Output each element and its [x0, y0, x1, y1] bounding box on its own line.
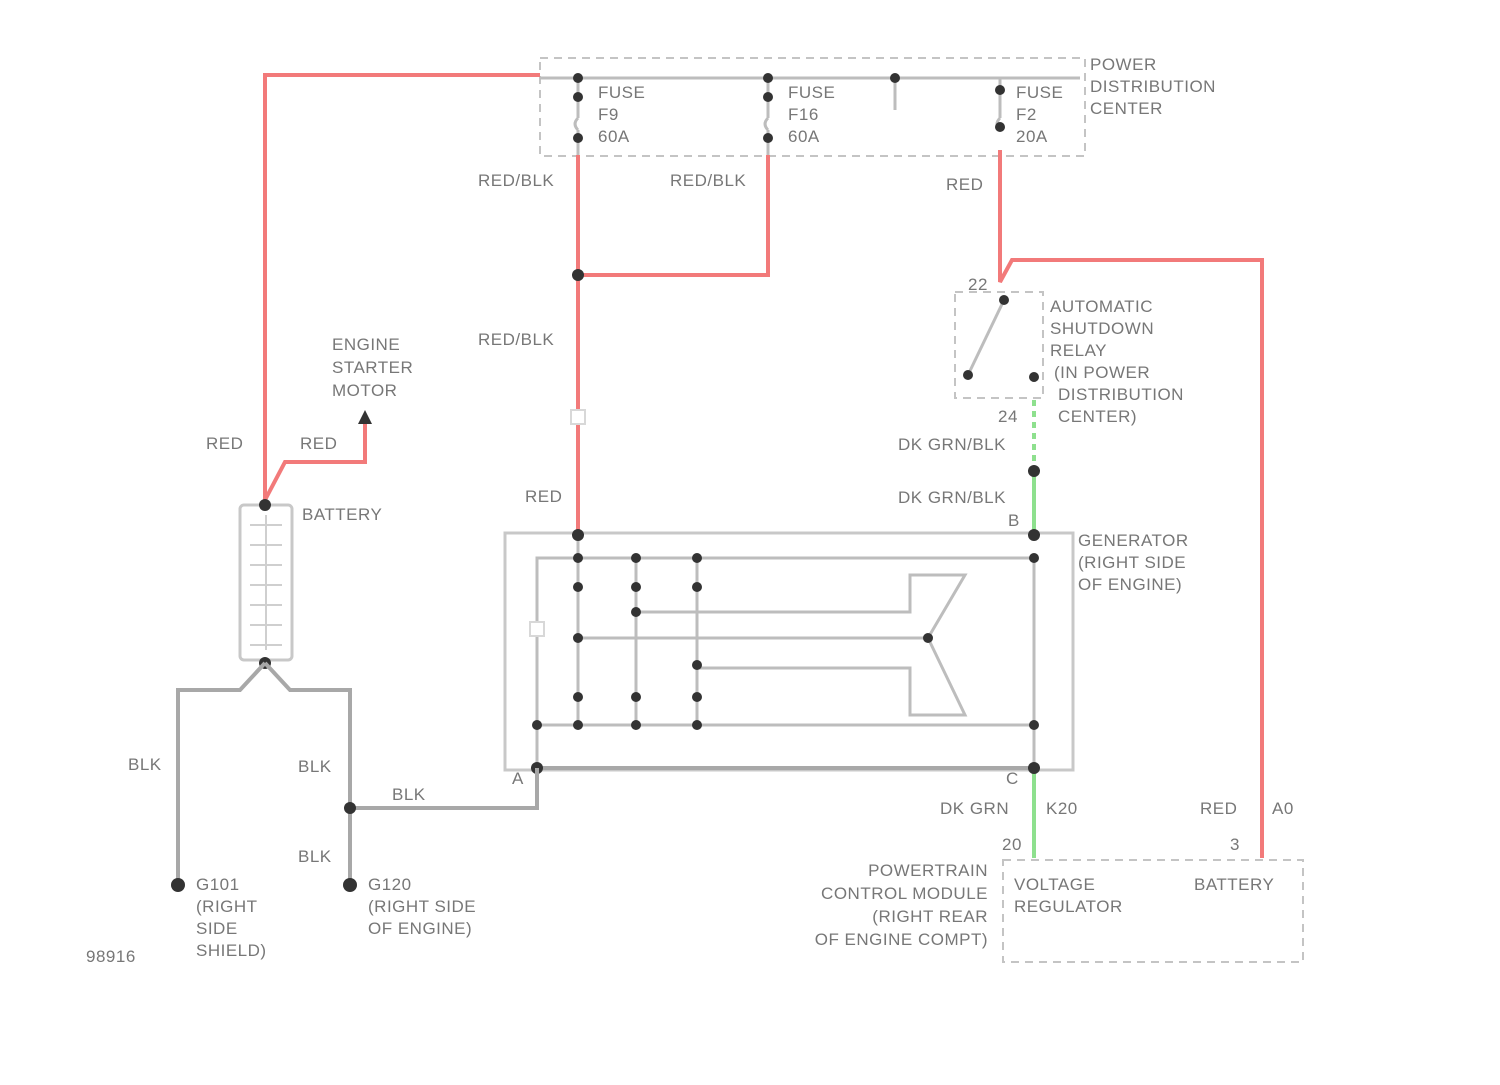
svg-text:CONTROL MODULE: CONTROL MODULE [821, 884, 988, 903]
svg-text:GENERATOR: GENERATOR [1078, 531, 1189, 550]
svg-text:BLK: BLK [128, 755, 162, 774]
wire-red-battery-feed [263, 73, 540, 505]
svg-text:(RIGHT REAR: (RIGHT REAR [872, 907, 988, 926]
ground-g120 [343, 878, 357, 892]
svg-text:RED: RED [1200, 799, 1237, 818]
svg-text:F16: F16 [788, 105, 819, 124]
wire-red-f2-to-pcm [998, 150, 1264, 858]
svg-text:MOTOR: MOTOR [332, 381, 397, 400]
wire-blk-g120 [263, 661, 352, 885]
svg-text:FUSE: FUSE [788, 83, 835, 102]
svg-text:SHIELD): SHIELD) [196, 941, 267, 960]
svg-text:DISTRIBUTION: DISTRIBUTION [1090, 77, 1216, 96]
svg-text:OF ENGINE): OF ENGINE) [368, 919, 472, 938]
generator-outline [503, 531, 1075, 772]
svg-text:FUSE: FUSE [598, 83, 645, 102]
svg-text:POWERTRAIN: POWERTRAIN [868, 861, 988, 880]
svg-text:60A: 60A [788, 127, 820, 146]
svg-text:(RIGHT SIDE: (RIGHT SIDE [368, 897, 476, 916]
svg-text:B: B [1008, 511, 1020, 530]
svg-text:VOLTAGE: VOLTAGE [1014, 875, 1095, 894]
svg-text:C: C [1006, 769, 1019, 788]
svg-text:STARTER: STARTER [332, 358, 413, 377]
svg-text:SHUTDOWN: SHUTDOWN [1050, 319, 1154, 338]
svg-text:K20: K20 [1046, 799, 1078, 818]
svg-text:BATTERY: BATTERY [1194, 875, 1274, 894]
svg-text:RED: RED [300, 434, 337, 453]
svg-text:20A: 20A [1016, 127, 1048, 146]
svg-text:G101: G101 [196, 875, 240, 894]
svg-text:SIDE: SIDE [196, 919, 238, 938]
svg-text:DK GRN: DK GRN [940, 799, 1009, 818]
svg-text:FUSE: FUSE [1016, 83, 1063, 102]
svg-text:DK GRN/BLK: DK GRN/BLK [898, 488, 1006, 507]
pdc-box [539, 57, 1086, 157]
svg-text:A: A [512, 769, 524, 788]
svg-text:BATTERY: BATTERY [302, 505, 382, 524]
svg-text:(RIGHT: (RIGHT [196, 897, 258, 916]
fuse-f9 [573, 73, 583, 155]
svg-text:DK GRN/BLK: DK GRN/BLK [898, 435, 1006, 454]
svg-text:RED: RED [525, 487, 562, 506]
svg-text:G120: G120 [368, 875, 412, 894]
relay-switch-contact [966, 299, 1006, 376]
svg-text:60A: 60A [598, 127, 630, 146]
svg-text:RED: RED [206, 434, 243, 453]
svg-text:OF ENGINE COMPT): OF ENGINE COMPT) [815, 930, 988, 949]
svg-text:BLK: BLK [298, 847, 332, 866]
svg-text:OF ENGINE): OF ENGINE) [1078, 575, 1182, 594]
svg-text:RED/BLK: RED/BLK [670, 171, 746, 190]
svg-text:POWER: POWER [1090, 55, 1157, 74]
svg-text:22: 22 [968, 275, 988, 294]
starter-terminal-icon [358, 410, 372, 424]
svg-text:RELAY: RELAY [1050, 341, 1107, 360]
svg-text:BLK: BLK [298, 757, 332, 776]
wire-blk-gen-ground [350, 768, 539, 810]
pdc-spare-tap [890, 73, 900, 110]
wire-red-starter [263, 420, 367, 501]
generator-internals [529, 529, 1040, 774]
svg-text:CENTER): CENTER) [1058, 407, 1137, 426]
svg-text:3: 3 [1230, 835, 1240, 854]
pcm-box [1002, 859, 1304, 963]
labels: POWER DISTRIBUTION CENTER FUSE F9 60A FU… [86, 55, 1294, 966]
svg-text:A0: A0 [1272, 799, 1294, 818]
svg-text:(IN POWER: (IN POWER [1054, 363, 1150, 382]
wire-red-blk-f16 [578, 155, 770, 277]
svg-text:(RIGHT SIDE: (RIGHT SIDE [1078, 553, 1186, 572]
svg-text:RED: RED [946, 175, 983, 194]
inline-connector [570, 409, 586, 425]
fuse-f2 [995, 78, 1005, 132]
wire-blk-g101 [176, 661, 267, 885]
asd-relay-box [954, 291, 1044, 399]
svg-text:F2: F2 [1016, 105, 1037, 124]
svg-text:RED/BLK: RED/BLK [478, 330, 554, 349]
svg-text:RED/BLK: RED/BLK [478, 171, 554, 190]
svg-text:AUTOMATIC: AUTOMATIC [1050, 297, 1153, 316]
svg-text:BLK: BLK [392, 785, 426, 804]
svg-text:CENTER: CENTER [1090, 99, 1163, 118]
svg-text:24: 24 [998, 407, 1018, 426]
ground-g101 [171, 878, 185, 892]
svg-text:F9: F9 [598, 105, 619, 124]
fuse-f16 [763, 73, 773, 155]
svg-text:DISTRIBUTION: DISTRIBUTION [1058, 385, 1184, 404]
svg-text:ENGINE: ENGINE [332, 335, 400, 354]
svg-text:20: 20 [1002, 835, 1022, 854]
svg-text:REGULATOR: REGULATOR [1014, 897, 1123, 916]
svg-text:98916: 98916 [86, 947, 136, 966]
battery-cells [250, 515, 282, 650]
